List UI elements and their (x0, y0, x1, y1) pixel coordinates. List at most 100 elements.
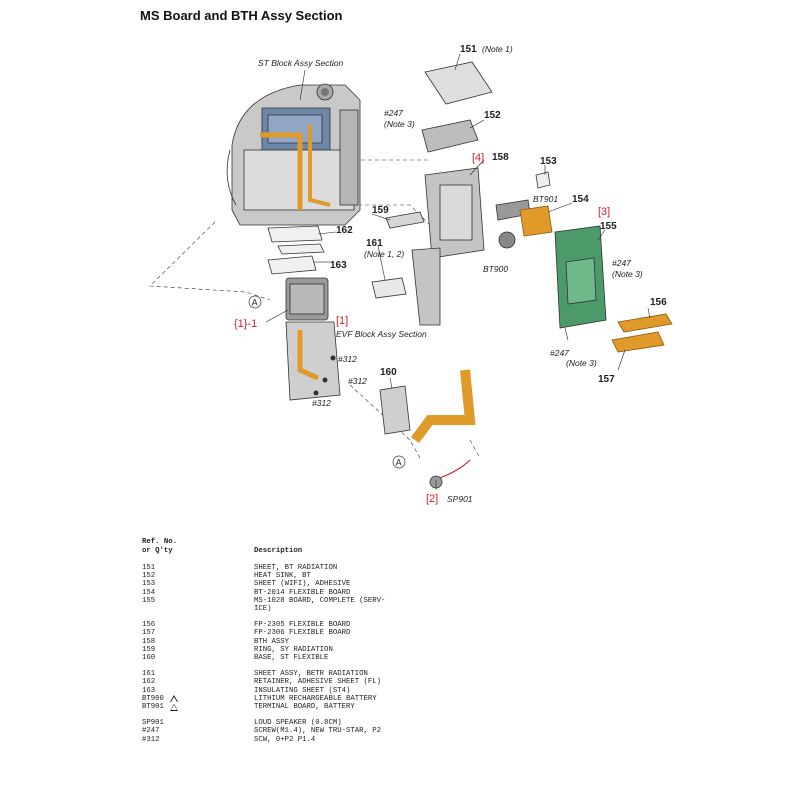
ref-cell: 160 (142, 654, 254, 662)
callout-247-right-note: (Note 3) (612, 269, 643, 279)
ref-value: 158 (142, 637, 156, 646)
ref-cell: 162 (142, 678, 254, 686)
part-161 (371, 277, 407, 299)
description-cell: TERMINAL BOARD, BATTERY (254, 703, 355, 712)
ref-cell: 151 (142, 564, 254, 572)
ref-value: 156 (142, 621, 156, 630)
page-title: MS Board and BTH Assy Section (140, 8, 343, 23)
callout-247-top-note: (Note 3) (384, 119, 415, 129)
part-158-bth-assy (411, 167, 485, 326)
table-row: BT901 TERMINAL BOARD, BATTERY (142, 703, 562, 711)
part-159 (385, 211, 425, 229)
part-bt900 (498, 231, 516, 249)
ref-cell (142, 605, 254, 613)
ref-cell: #312 (142, 736, 254, 744)
ref-cell: 154 (142, 589, 254, 597)
ref-cell: 158 (142, 638, 254, 646)
table-header: Ref. No. or Q'ty Description (142, 538, 562, 556)
ref-value: 160 (142, 654, 156, 663)
description-cell: FP-2306 FLEXIBLE BOARD (254, 629, 351, 638)
ref-value: 159 (142, 645, 156, 654)
ref-cell: BT900 (142, 695, 254, 703)
ref-cell: SP901 (142, 719, 254, 727)
ref-cell: 161 (142, 670, 254, 678)
ref-cell: 157 (142, 629, 254, 637)
header-qty: or Q'ty (142, 547, 173, 555)
header-ref-no: Ref. No. (142, 538, 178, 546)
ref-value: SP901 (142, 719, 164, 728)
ref-value: BT901 (142, 703, 164, 712)
description-cell: INSULATING SHEET (ST4) (254, 686, 351, 695)
ref-value: 152 (142, 572, 156, 581)
callout-bt901: BT901 (533, 194, 558, 204)
ref-1-1: {1}-1 (234, 318, 257, 330)
description-cell: HEAT SINK, BT (254, 572, 311, 581)
part-155-ms-board (554, 225, 607, 329)
part-156 (617, 313, 673, 333)
callout-154: 154 (572, 194, 589, 205)
ref-2: [2] (426, 493, 438, 505)
callout-312-b: #312 (348, 376, 367, 386)
description-cell: SCW, 0+P2 P1.4 (254, 735, 316, 744)
callout-161-note: (Note 1, 2) (364, 249, 404, 259)
callout-161: 161 (366, 238, 383, 249)
ref-cell: 156 (142, 621, 254, 629)
ref-value: BT900 (142, 694, 164, 703)
warning-icon (169, 703, 178, 711)
table-row: BT900 LITHIUM RECHARGEABLE BATTERY (142, 695, 562, 703)
description-cell: SHEET ASSY, BETR RADIATION (254, 670, 368, 679)
callout-156: 156 (650, 297, 667, 308)
ref-cell: 153 (142, 580, 254, 588)
part-162-163 (267, 225, 325, 275)
callout-153: 153 (540, 156, 557, 167)
table-row: 163 INSULATING SHEET (ST4) (142, 687, 562, 695)
table-row: #312 SCW, 0+P2 P1.4 (142, 736, 562, 744)
table-row: #247 SCREW(M1.4), NEW TRU-STAR, P2 (142, 727, 562, 735)
part-154 (519, 205, 553, 237)
description-cell: LITHIUM RECHARGEABLE BATTERY (254, 694, 377, 703)
table-row: ICE) (142, 605, 562, 613)
evf-block-assy (285, 277, 341, 401)
ref-value: 157 (142, 629, 156, 638)
ref-value: 163 (142, 686, 156, 695)
ref-value: 161 (142, 670, 156, 679)
ref-1: [1] (336, 315, 348, 327)
callout-151: 151 (460, 44, 477, 55)
st-block-assy (226, 83, 361, 226)
part-153 (535, 171, 551, 189)
description-cell: BT-2014 FLEXIBLE BOARD (254, 588, 351, 597)
description-cell: SHEET, BT RADIATION (254, 564, 338, 572)
ref-3: [3] (598, 206, 610, 218)
ref-value: 162 (142, 678, 156, 687)
callout-247-bottom-note: (Note 3) (566, 358, 597, 368)
callout-160: 160 (380, 367, 397, 378)
table-row: 161 SHEET ASSY, BETR RADIATION (142, 670, 562, 678)
description-cell: BASE, ST FLEXIBLE (254, 654, 329, 663)
ref-cell: 155 (142, 597, 254, 605)
label-st-block: ST Block Assy Section (258, 58, 343, 68)
ref-value: #312 (142, 735, 160, 744)
callout-162: 162 (336, 225, 353, 236)
ref-value: #247 (142, 727, 160, 736)
callout-159: 159 (372, 205, 389, 216)
table-row: 160 BASE, ST FLEXIBLE (142, 654, 562, 662)
part-160 (379, 369, 476, 443)
svg-text:A: A (252, 298, 258, 308)
callout-155: 155 (600, 221, 617, 232)
callout-312-c: #312 (312, 398, 331, 408)
part-151 (424, 61, 493, 105)
leader-lines (265, 53, 651, 490)
callout-247-right: #247 (612, 258, 631, 268)
svg-text:A: A (396, 458, 402, 468)
description-cell: SCREW(M1.4), NEW TRU-STAR, P2 (254, 727, 381, 736)
callout-312-a: #312 (338, 354, 357, 364)
ref-value: 153 (142, 580, 156, 589)
